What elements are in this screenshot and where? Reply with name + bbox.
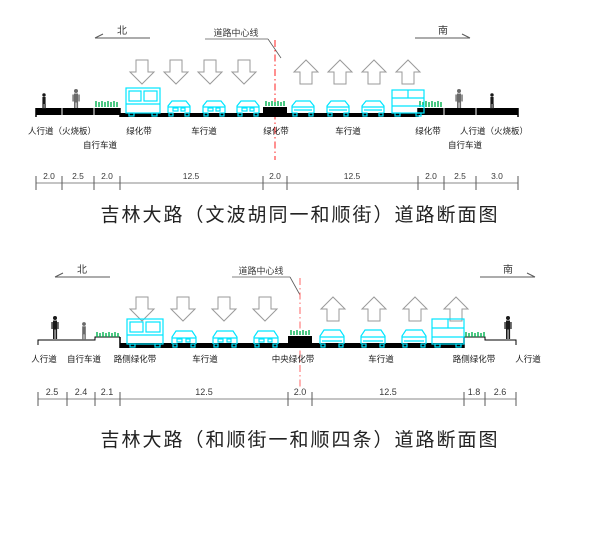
dimension-value: 2.5: [46, 387, 59, 397]
centerline-label-1: 道路中心线: [213, 27, 258, 38]
direction-marker-left-2: 北: [54, 264, 110, 278]
sub-lane-label: 自行车道: [83, 140, 118, 150]
dimension-line-1: 2.0 2.5 2.0 12.5 2.0 12.5 2.0 2.5 3.0: [35, 171, 519, 190]
lane-label: 自行车道: [67, 354, 102, 364]
vehicle-car-left-2: [202, 100, 226, 117]
vehicle-car-left-1: [167, 100, 191, 117]
cyclist-figure-right-2: [504, 316, 512, 339]
direction-label-left-1: 北: [117, 25, 127, 37]
direction-marker-right-1: 南: [415, 24, 471, 39]
dimension-value: 2.0: [294, 387, 307, 397]
dimension-value: 12.5: [379, 387, 397, 397]
dimension-value: 12.5: [195, 387, 213, 397]
direction-marker-right-2: 南: [480, 263, 536, 278]
planting-strip-grass-1: [95, 101, 442, 107]
traffic-arrows-right-2: [319, 296, 470, 322]
dimension-value: 2.0: [425, 171, 437, 181]
centerline-callout-1: 道路中心线: [205, 27, 282, 59]
vehicle-car-right-6: [401, 329, 427, 348]
pavement-profile-1: [35, 107, 519, 117]
cyclist-figure-left-2: [51, 316, 59, 339]
vehicle-car-left-6: [253, 330, 279, 348]
direction-label-right-2: 南: [503, 263, 513, 276]
lane-label: 绿化带: [263, 126, 289, 136]
cross-section-1: 北 南 道路中心线: [0, 0, 600, 227]
lane-label: 人行道（火烧板）: [28, 126, 96, 136]
planting-strip-grass-2: [96, 330, 485, 337]
dimension-value: 2.4: [75, 387, 88, 397]
lane-label: 绿化带: [415, 126, 441, 136]
dimension-value: 2.1: [101, 387, 114, 397]
sub-lane-label: 自行车道: [448, 140, 483, 150]
vehicle-bus-right-1: [391, 89, 425, 117]
sub-lane-labels-1: 自行车道 自行车道: [83, 140, 483, 150]
direction-label-left-2: 北: [77, 264, 87, 276]
dimension-value: 2.0: [269, 171, 281, 181]
dimension-line-2: 2.5 2.4 2.1 12.5 2.0 12.5 1.8 2.6: [37, 387, 517, 406]
lane-label: 车行道: [368, 354, 394, 364]
traffic-arrows-left-2: [128, 296, 279, 322]
section-1-title: 吉林大路（文波胡同一和顺街）道路断面图: [100, 205, 500, 226]
vehicles-2: [126, 318, 465, 348]
vehicle-car-right-4: [319, 329, 345, 348]
dimension-value: 2.0: [101, 171, 113, 181]
cross-section-2: 北 南 道路中心线: [0, 255, 600, 452]
lane-label: 车行道: [191, 126, 217, 136]
traffic-arrows-right-1: [292, 59, 422, 85]
pedestrian-figures-left-1: [42, 89, 80, 109]
section-2-title: 吉林大路（和顺街一和顺四条）道路断面图: [100, 430, 500, 451]
dimension-value: 2.6: [494, 387, 507, 397]
vehicle-car-left-5: [212, 330, 238, 348]
lane-label: 路侧绿化带: [453, 354, 496, 364]
lane-label: 人行道: [515, 354, 541, 364]
vehicle-car-right-5: [360, 329, 386, 348]
cross-section-1-drawing: 北 南 道路中心线: [28, 24, 528, 190]
lane-label: 路侧绿化带: [114, 354, 157, 364]
vehicle-car-right-3: [361, 100, 385, 117]
lane-label: 人行道: [31, 354, 57, 364]
pedestrian-figure-left-2: [82, 322, 86, 340]
cross-section-2-drawing: 北 南 道路中心线: [31, 263, 541, 406]
direction-marker-left-1: 北: [94, 25, 150, 39]
lane-labels-2: 人行道 自行车道 路侧绿化带 车行道 中央绿化带 车行道 路侧绿化带 人行道: [31, 354, 541, 364]
vehicle-car-right-1: [291, 100, 315, 117]
pedestrian-figures-right-1: [455, 89, 494, 109]
vehicle-bus-left-1: [125, 87, 161, 117]
lane-label: 人行道（火烧板）: [460, 126, 528, 136]
dimension-value: 12.5: [344, 171, 361, 181]
vehicle-bus-right-2: [431, 318, 465, 348]
lane-label: 车行道: [192, 354, 218, 364]
dimension-value: 2.5: [72, 171, 84, 181]
centerline-callout-2: 道路中心线: [232, 265, 301, 296]
dimension-value: 3.0: [491, 171, 503, 181]
vehicle-car-left-3: [236, 100, 260, 117]
vehicles-1: [125, 87, 425, 117]
vehicle-car-right-2: [326, 100, 350, 117]
vehicle-car-left-4: [171, 330, 197, 348]
direction-label-right-1: 南: [438, 24, 448, 37]
dimension-value: 2.5: [454, 171, 466, 181]
centerline-label-2: 道路中心线: [238, 265, 283, 276]
lane-label: 车行道: [335, 126, 361, 136]
lane-label: 中央绿化带: [272, 354, 315, 364]
lane-labels-1: 人行道（火烧板） 绿化带 车行道 绿化带 车行道 绿化带 人行道（火烧板）: [28, 126, 528, 136]
vehicle-bus-left-2: [126, 318, 164, 348]
lane-label: 绿化带: [126, 126, 152, 136]
dimension-value: 1.8: [468, 387, 481, 397]
traffic-arrows-left-1: [128, 59, 258, 85]
dimension-value: 12.5: [183, 171, 200, 181]
dimension-value: 2.0: [43, 171, 55, 181]
